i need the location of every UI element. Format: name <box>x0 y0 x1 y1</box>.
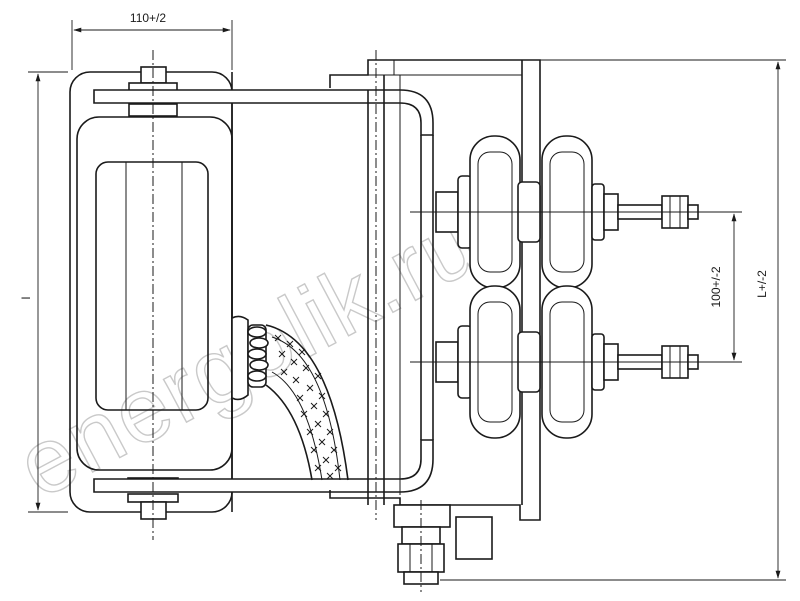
cable-strand-mark <box>314 464 322 472</box>
cable-strand-mark <box>318 438 326 446</box>
dimension-width-top: 110+/2 <box>71 11 233 70</box>
dimension-height-right: L+/-2 <box>440 59 786 581</box>
cable-strand-mark <box>302 364 310 372</box>
cable <box>231 315 349 481</box>
cable-strand-mark <box>326 428 334 436</box>
cable-ring <box>249 359 269 371</box>
bottom-terminal <box>393 500 493 592</box>
cable-strand-mark <box>326 472 334 480</box>
cable-strand-mark <box>286 340 294 348</box>
dimension-height-right-label: L+/-2 <box>755 270 769 298</box>
dimension-width-label: 110+/2 <box>130 11 166 25</box>
cable-strand-mark <box>310 402 318 410</box>
cable-ring <box>249 337 269 349</box>
cable-strand-mark <box>314 372 322 380</box>
cable-ring <box>247 348 267 360</box>
cable-strand-mark <box>314 420 322 428</box>
cable-strand-mark <box>318 392 326 400</box>
dimension-spacing-label: 100+/-2 <box>709 266 723 307</box>
cable-strand-mark <box>298 348 306 356</box>
cable-strand-mark <box>296 394 304 402</box>
cable-strand-mark <box>334 464 342 472</box>
cable-strand-mark <box>278 350 286 358</box>
cable-ring <box>247 370 267 382</box>
cable-ring <box>247 326 267 338</box>
cable-strand-mark <box>306 384 314 392</box>
dimension-height-left-label: l <box>19 297 33 300</box>
cable-strand-mark <box>290 358 298 366</box>
cable-strand-mark <box>322 410 330 418</box>
cable-strand-mark <box>274 334 282 342</box>
cable-strand-mark <box>322 456 330 464</box>
mounting-bracket <box>329 59 541 521</box>
cable-strand-mark <box>310 446 318 454</box>
cable-strand-mark <box>280 368 288 376</box>
cable-strand-mark <box>306 428 314 436</box>
dimension-height-left: l <box>19 71 68 513</box>
cable-strands <box>247 326 342 480</box>
dimension-spacing-right: 100+/-2 <box>410 211 742 363</box>
cable-strand-mark <box>300 410 308 418</box>
cable-strand-mark <box>292 376 300 384</box>
cable-strand-mark <box>330 446 338 454</box>
